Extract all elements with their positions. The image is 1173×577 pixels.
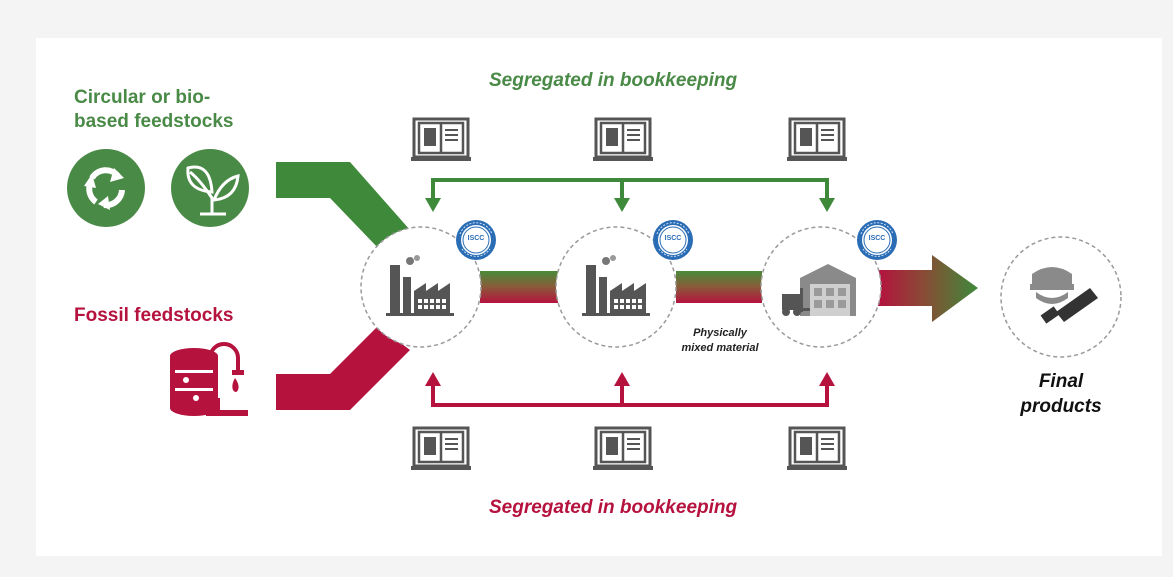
cosmetics-icon <box>1030 267 1098 324</box>
circular-feedstocks-label: Circular or bio- based feedstocks <box>74 87 234 132</box>
mixed-band-2 <box>676 271 762 303</box>
book-icon <box>785 117 849 163</box>
final-products-label: Final products <box>1020 371 1102 417</box>
iscc-badge-text: ISCC <box>467 235 485 242</box>
fossil-feedstocks-label: Fossil feedstocks <box>74 305 234 326</box>
output-arrow <box>878 255 978 322</box>
oil-tank-icon <box>170 342 248 416</box>
mixed-band-1 <box>480 271 560 303</box>
red-feed-band <box>276 326 410 410</box>
book-icon <box>591 426 655 472</box>
bottom-bookkeeping-label: Segregated in bookkeeping <box>489 497 738 518</box>
book-icon <box>409 426 473 472</box>
leaves-icon <box>171 149 249 227</box>
recycle-icon <box>67 149 145 227</box>
top-bookkeeping-label: Segregated in bookkeeping <box>489 70 738 91</box>
mixed-material-label: Physically mixed material <box>681 327 759 354</box>
warehouse-forklift-icon <box>782 264 856 316</box>
top-bookkeeping-arrows <box>431 178 829 200</box>
iscc-badge-text: ISCC <box>868 235 886 242</box>
book-icon <box>591 117 655 163</box>
iscc-badge-text: ISCC <box>664 235 682 242</box>
book-icon <box>409 117 473 163</box>
bottom-bookkeeping-arrows <box>431 384 829 407</box>
book-icon <box>785 426 849 472</box>
green-feed-band <box>276 162 410 250</box>
